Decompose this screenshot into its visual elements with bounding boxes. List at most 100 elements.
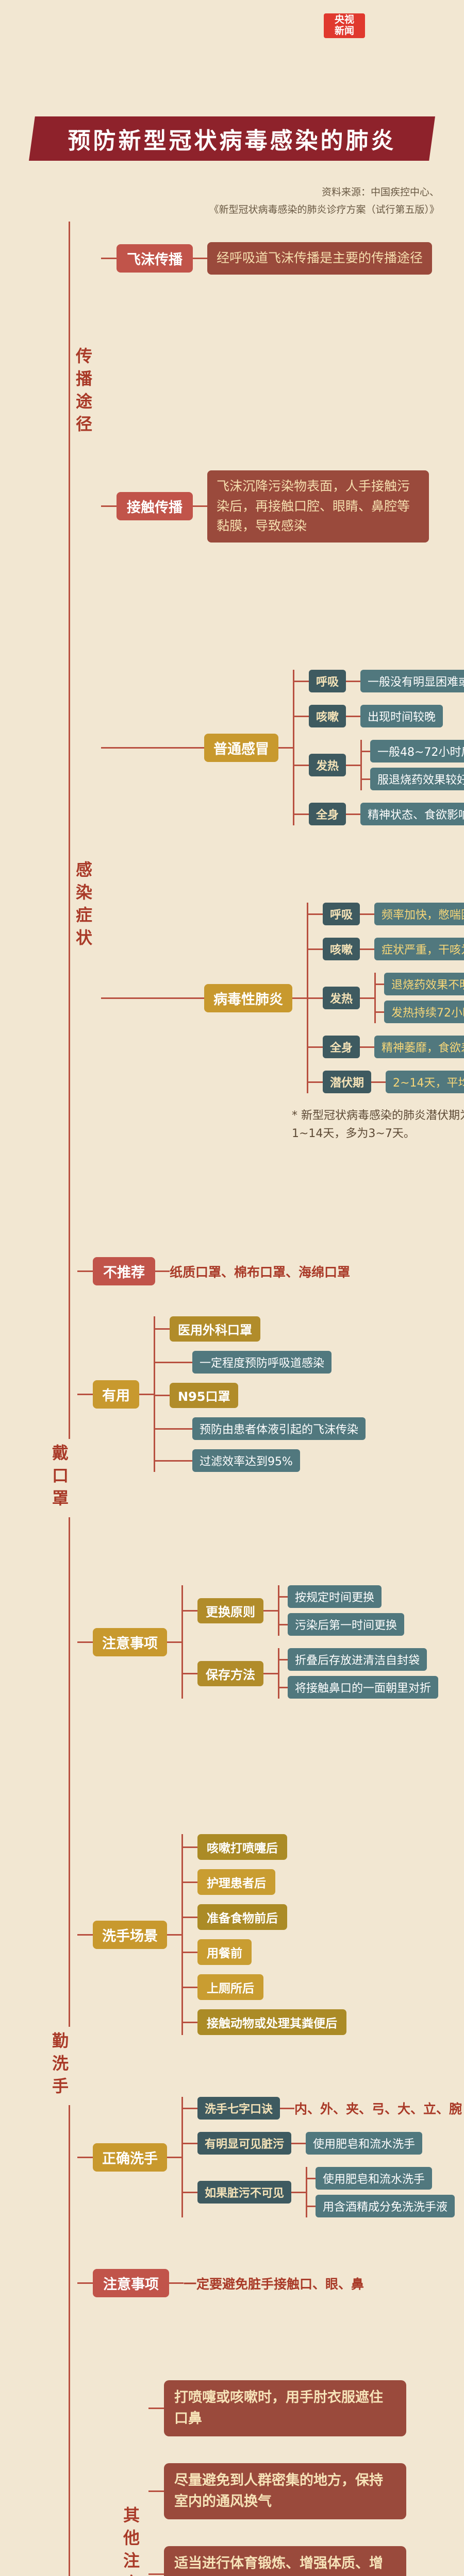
connector	[360, 997, 375, 999]
node-replacement-principle: 更换原则	[197, 1598, 263, 1623]
mask-note-value: 折叠后存放进清洁自封袋	[279, 1648, 427, 1671]
section-label-others: 其他注意事项	[119, 2501, 142, 2576]
pneumonia-row-body: 全身 精神萎靡，食欲差	[308, 1036, 464, 1058]
connector	[193, 257, 207, 259]
node-correct-handwash: 正确洗手	[93, 2143, 167, 2172]
handwash-value: 用含酒精成分免洗洗手液	[307, 2195, 455, 2217]
connector	[278, 747, 293, 749]
viral-pneumonia-cluster: 病毒性肺炎 呼吸 频率加快，憋喘困难 咳嗽 症状严重，干咳为主 发热	[101, 903, 464, 1093]
connector	[346, 813, 361, 815]
scene-item: 上厕所后	[197, 1974, 263, 2000]
symptom-key: 全身	[309, 803, 346, 825]
section-symptoms: 感染症状 普通感冒 呼吸 一般没有明显困难或憋喘 咳嗽 出现时间较晚	[0, 670, 464, 1143]
connector	[291, 2191, 306, 2193]
precaution-item: 适当进行体育锻炼、增强体质、增强免疫力	[148, 2546, 406, 2576]
scene-row: 接触动物或处理其粪便后	[183, 2009, 346, 2035]
section-rail-mask: 戴口罩	[0, 1438, 77, 1517]
visible-dirt-row: 有明显可见脏污 使用肥皂和流水洗手	[183, 2132, 423, 2155]
mask-notes-cluster: 注意事项 更换原则 按规定时间更换 污染后第一时间更换 保存方法	[77, 1585, 439, 1699]
pneumonia-row-breathing: 呼吸 频率加快，憋喘困难	[308, 903, 464, 925]
node-viral-pneumonia: 病毒性肺炎	[204, 984, 292, 1012]
storage-method-row: 保存方法 折叠后存放进清洁自封袋 将接触鼻口的一面朝里对折	[183, 1648, 439, 1699]
symptom-key: 呼吸	[323, 903, 360, 925]
replacement-values: 按规定时间更换 污染后第一时间更换	[278, 1585, 405, 1636]
mask-useful-cluster: 有用 医用外科口罩 一定程度预防呼吸道感染 N95口罩 预防由患者体液引起的飞沫…	[77, 1316, 366, 1472]
handwash-key: 如果脏污不可见	[197, 2181, 292, 2204]
connector	[263, 1672, 278, 1674]
contact-transmission-desc: 飞沫沉降污染物表面，人手接触污染后，再接触口腔、眼睛、鼻腔等黏膜，导致感染	[207, 470, 429, 543]
connector	[292, 997, 307, 999]
symptom-value: 症状严重，干咳为主	[374, 938, 464, 960]
pneumonia-row-incubation: 潜伏期 2~14天，平均7天	[308, 1071, 464, 1093]
source-line-2: 《新型冠状病毒感染的肺炎诊疗方案（试行第五版）》	[209, 204, 439, 216]
symptom-value: 2~14天，平均7天	[386, 1071, 464, 1093]
surgical-mask-benefit: 一定程度预防呼吸道感染	[155, 1351, 332, 1374]
connector	[169, 2282, 184, 2284]
connector	[280, 2107, 295, 2109]
brand-text-bottom: 新闻	[334, 25, 354, 37]
incubation-footnote: * 新型冠状病毒感染的肺炎潜伏期为1~14天，多为3~7天。	[292, 1109, 464, 1141]
handwash-notes-desc: 一定要避免脏手接触口、眼、鼻	[184, 2276, 364, 2292]
surgical-mask-row: 医用外科口罩	[155, 1316, 260, 1342]
cold-row-body: 全身 精神状态、食欲影响不大	[294, 803, 464, 825]
symptom-key: 呼吸	[309, 670, 346, 692]
mask-note-value: 将接触鼻口的一面朝里对折	[279, 1676, 439, 1699]
connector	[371, 1081, 386, 1083]
connector	[346, 715, 361, 717]
common-cold-cluster: 普通感冒 呼吸 一般没有明显困难或憋喘 咳嗽 出现时间较晚 发热	[101, 670, 464, 825]
node-not-recommended: 不推荐	[93, 1257, 155, 1285]
invisible-dirt-row: 如果脏污不可见 使用肥皂和流水洗手 用含酒精成分免洗洗手液	[183, 2167, 455, 2217]
n95-mask-benefit-2: 过滤效率达到95%	[155, 1449, 300, 1472]
scene-item: 咳嗽打喷嚏后	[197, 1834, 287, 1860]
mask-value: 一定程度预防呼吸道感染	[192, 1351, 332, 1374]
cold-row-cough: 咳嗽 出现时间较晚	[294, 705, 443, 727]
section-mask: 戴口罩 不推荐 纸质口罩、棉布口罩、海绵口罩 有用 医用外科口罩 一定程度预防呼…	[0, 1257, 464, 1699]
section-transmission: 传播途径 飞沫传播 经呼吸道飞沫传播是主要的传播途径 接触传播 飞沫沉降污染物表…	[0, 242, 464, 543]
connector	[167, 2156, 181, 2158]
symptom-value: 退烧药效果不明显	[376, 973, 464, 995]
fever-values: 一般48~72小时后减轻 服退烧药效果较好	[360, 740, 464, 790]
source-attribution: 资料来源：中国疾控中心、 《新型冠状病毒感染的肺炎诊疗方案（试行第五版）》	[209, 183, 439, 218]
droplet-transmission-branch: 飞沫传播 经呼吸道飞沫传播是主要的传播途径	[101, 242, 433, 275]
handwash-value: 使用肥皂和流水洗手	[307, 2167, 433, 2190]
section-rail-handwash: 勤洗手	[0, 2026, 77, 2105]
node-handwash-scenes: 洗手场景	[93, 1920, 167, 1949]
mask-note-value: 按规定时间更换	[279, 1585, 382, 1608]
symptom-value: 频率加快，憋喘困难	[374, 903, 464, 925]
storage-values: 折叠后存放进清洁自封袋 将接触鼻口的一面朝里对折	[278, 1648, 439, 1699]
section-handwash: 勤洗手 洗手场景 咳嗽打喷嚏后 护理患者后 准备食物前后 用餐	[0, 1834, 464, 2297]
scene-item: 护理患者后	[197, 1869, 275, 1895]
connector	[155, 1270, 170, 1272]
connector	[291, 2142, 306, 2144]
mask-value: 预防由患者体液引起的飞沫传染	[192, 1417, 366, 1440]
symptom-key: 潜伏期	[323, 1071, 372, 1093]
seven-step-formula: 内、外、夹、弓、大、立、腕	[294, 2102, 462, 2116]
source-line-1: 资料来源：中国疾控中心、	[321, 187, 439, 198]
section-rail-others: 其他注意事项	[0, 2501, 148, 2576]
replacement-principle-row: 更换原则 按规定时间更换 污染后第一时间更换	[183, 1585, 405, 1636]
scene-row: 护理患者后	[183, 1869, 275, 1895]
connector	[360, 1046, 375, 1048]
node-common-cold: 普通感冒	[204, 733, 278, 762]
symptom-key: 发热	[309, 754, 346, 776]
section-rail-symptoms: 感染症状	[0, 856, 101, 957]
symptom-value: 一般没有明显困难或憋喘	[360, 670, 464, 692]
precaution-item: 打喷嚏或咳嗽时，用手肘衣服遮住口鼻	[148, 2380, 406, 2436]
n95-mask-benefit-1: 预防由患者体液引起的飞沫传染	[155, 1417, 366, 1440]
symptom-value: 一般48~72小时后减轻	[361, 740, 464, 762]
handwash-scenes-cluster: 洗手场景 咳嗽打喷嚏后 护理患者后 准备食物前后 用餐前	[77, 1834, 346, 2035]
section-label-symptoms: 感染症状	[71, 856, 95, 957]
contact-transmission-branch: 接触传播 飞沫沉降污染物表面，人手接触污染后，再接触口腔、眼睛、鼻腔等黏膜，导致…	[101, 470, 429, 543]
connector	[346, 680, 361, 682]
symptom-key: 咳嗽	[323, 938, 360, 960]
precaution-item: 尽量避免到人群密集的地方，保持室内的通风换气	[148, 2463, 406, 2519]
node-handwash-notes: 注意事项	[93, 2269, 169, 2297]
connector	[193, 505, 207, 507]
main-connector-line	[69, 222, 70, 2576]
symptom-value: 服退烧药效果较好	[362, 768, 464, 790]
node-mask-notes: 注意事项	[93, 1628, 167, 1656]
symptom-value: 精神萎靡，食欲差	[374, 1036, 464, 1058]
handwash-key: 洗手七字口诀	[197, 2097, 280, 2120]
cctv-news-logo: 央视 新闻	[324, 13, 365, 38]
